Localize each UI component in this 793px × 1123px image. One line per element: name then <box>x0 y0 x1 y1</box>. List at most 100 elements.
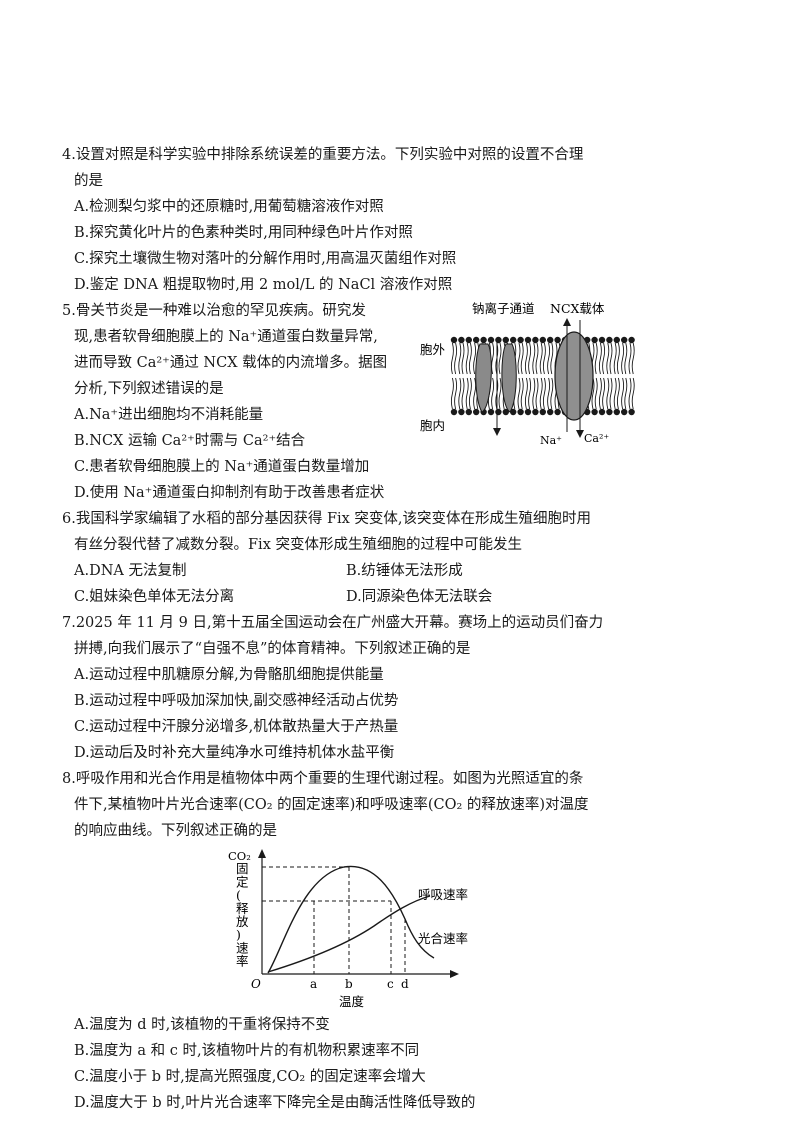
lipid-tail <box>609 342 613 375</box>
q5-stem-line4: 分析,下列叙述错误的是 <box>74 381 224 397</box>
lipid-tail <box>616 342 620 375</box>
lipid-head <box>539 336 546 344</box>
lipid-head <box>473 336 480 344</box>
lipid-head <box>591 336 598 344</box>
lipid-tail <box>528 377 532 410</box>
lipid-head <box>621 408 628 416</box>
lipid-head <box>458 336 465 344</box>
q7-option-c: C.运动过程中汗腺分泌增多,机体散热量大于产热量 <box>74 719 399 735</box>
lipid-head <box>547 408 554 416</box>
lipid-head <box>591 408 598 416</box>
lipid-tail <box>628 342 632 375</box>
q5-option-c: C.患者软骨细胞膜上的 Na⁺通道蛋白数量增加 <box>74 459 370 475</box>
label-ca: Ca²⁺ <box>584 432 609 445</box>
y-label-char: 率 <box>236 954 249 969</box>
lipid-tail <box>616 377 620 410</box>
q8-option-a: A.温度为 d 时,该植物的干重将保持不变 <box>74 1017 330 1033</box>
lipid-tail <box>524 342 528 375</box>
lipid-tail <box>602 377 606 410</box>
lipid-head <box>480 336 487 344</box>
lipid-tail <box>609 377 613 410</box>
lipid-tail <box>468 342 472 375</box>
label-na: Na⁺ <box>540 434 562 447</box>
lipid-head <box>487 336 495 344</box>
q7-option-a: A.运动过程中肌糖原分解,为骨骼肌细胞提供能量 <box>74 667 384 683</box>
label-photosynthesis: 光合速率 <box>418 931 468 946</box>
lipid-tail <box>624 377 628 410</box>
lipid-head <box>517 336 524 344</box>
lipid-head <box>621 336 628 344</box>
q5-option-a: A.Na⁺进出细胞均不消耗能量 <box>74 407 264 423</box>
q8-stem-line3: 的响应曲线。下列叙述正确的是 <box>74 823 277 839</box>
lipid-tail <box>547 342 551 375</box>
lipid-head <box>532 336 539 344</box>
q4-option-a: A.检测梨匀浆中的还原糖时,用葡萄糖溶液作对照 <box>74 199 384 215</box>
y-label-char: 定 <box>236 874 249 889</box>
x-axis-label: 温度 <box>339 994 365 1009</box>
lipid-tail <box>454 342 458 375</box>
lipid-tail <box>624 342 628 375</box>
lipid-tail <box>628 377 632 410</box>
q4-option-c: C.探究土壤微生物对落叶的分解作用时,用高温灭菌组作对照 <box>74 251 457 267</box>
lipid-tail <box>550 342 554 375</box>
lipid-head <box>554 408 561 416</box>
sodium-channel-right-lobe <box>501 343 517 413</box>
q8-stem-line1: 8.呼吸作用和光合作用是植物体中两个重要的生理代谢过程。如图为光照适宜的条 <box>62 771 584 787</box>
lipid-tail <box>606 342 610 375</box>
lipid-head <box>458 408 465 416</box>
lipid-tail <box>535 377 539 410</box>
tick-d: d <box>401 977 409 991</box>
lipid-tail <box>598 377 602 410</box>
lipid-tail <box>498 342 502 375</box>
sodium-arrow-head <box>493 428 501 436</box>
lipid-tail <box>517 342 521 375</box>
q8-option-d: D.温度大于 b 时,叶片光合速率下降完全是由酶活性降低导致的 <box>74 1095 476 1111</box>
ncx-arrow-down-head <box>576 430 584 438</box>
lipid-head <box>628 408 635 416</box>
lipid-tail <box>491 342 495 375</box>
lipid-tail <box>461 377 465 410</box>
q8-option-b: B.温度为 a 和 c 时,该植物叶片的有机物积累速率不同 <box>74 1043 420 1059</box>
tick-b: b <box>345 977 353 991</box>
lipid-head <box>532 408 539 416</box>
y-axis-arrow <box>258 849 266 858</box>
lipid-head <box>465 408 472 416</box>
q7-option-b: B.运动过程中呼吸加深加快,副交感神经活动占优势 <box>74 693 399 709</box>
lipid-head <box>524 336 532 344</box>
lipid-tail <box>613 377 617 410</box>
lipid-head <box>547 336 554 344</box>
lipid-tail <box>465 377 469 410</box>
lipid-tail <box>621 377 625 410</box>
lipid-tail <box>598 342 602 375</box>
lipid-head <box>524 408 532 416</box>
tick-a: a <box>310 977 317 991</box>
lipid-head <box>487 408 495 416</box>
label-respiration: 呼吸速率 <box>418 887 468 902</box>
lipid-tail <box>520 377 524 410</box>
tick-c: c <box>387 977 394 991</box>
y-label-char: 速 <box>236 940 249 955</box>
lipid-head <box>465 336 472 344</box>
lipid-head <box>473 408 480 416</box>
q5-option-d: D.使用 Na⁺通道蛋白抑制剂有助于改善患者症状 <box>74 485 385 501</box>
lipid-head <box>502 336 509 344</box>
lipid-head <box>517 408 524 416</box>
lipid-head <box>450 336 458 344</box>
lipid-tail <box>461 342 465 375</box>
lipid-head <box>598 408 606 416</box>
lipid-tail <box>498 377 502 410</box>
q6-option-b: B.纺锤体无法形成 <box>346 563 463 579</box>
lipid-tail <box>606 377 610 410</box>
q8-option-c: C.温度小于 b 时,提高光照强度,CO₂ 的固定速率会增大 <box>74 1069 426 1085</box>
lipid-tail <box>539 377 543 410</box>
q8-stem-line2: 件下,某植物叶片光合速率(CO₂ 的固定速率)和呼吸速率(CO₂ 的释放速率)对… <box>74 797 589 813</box>
q6-option-d: D.同源染色体无法联会 <box>346 589 493 605</box>
lipid-tail <box>631 377 635 410</box>
lipid-tail <box>542 377 546 410</box>
y-label-char: ) <box>236 927 241 942</box>
lipid-tail <box>535 342 539 375</box>
lipid-tail <box>550 377 554 410</box>
q7-stem-line1: 7.2025 年 11 月 9 日,第十五届全国运动会在广州盛大开幕。赛场上的运… <box>62 615 604 631</box>
q7-option-d: D.运动后及时补充大量纯净水可维持机体水盐平衡 <box>74 745 395 761</box>
